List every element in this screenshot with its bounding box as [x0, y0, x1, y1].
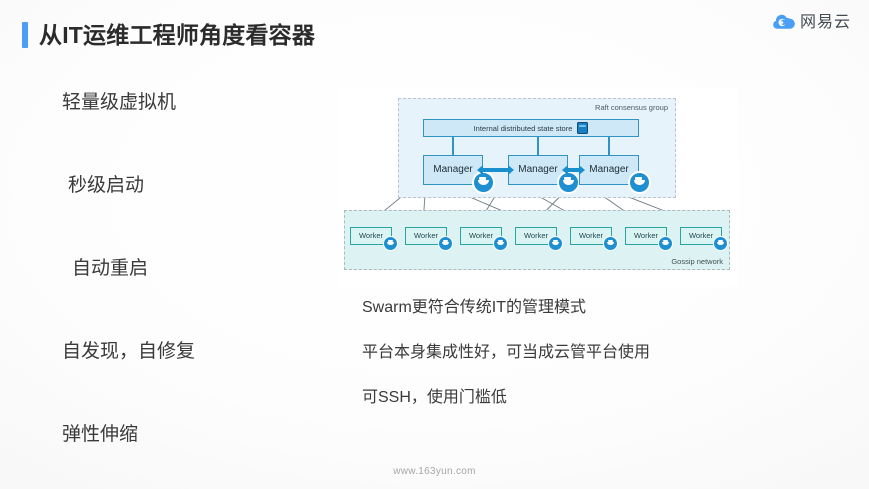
footer-url: www.163yun.com — [393, 466, 476, 477]
worker-label: Worker — [688, 231, 714, 241]
manager-label: Manager — [518, 164, 558, 175]
manager-sync-arrow — [562, 165, 585, 175]
state-store-connector — [608, 137, 610, 155]
docker-whale-icon — [713, 236, 728, 251]
state-store-connector — [537, 137, 539, 155]
worker-node: Worker — [570, 227, 618, 251]
state-store-connector — [452, 137, 454, 155]
worker-node: Worker — [515, 227, 563, 251]
internal-state-store-box: Internal distributed state store — [423, 119, 639, 137]
bullet-item: 轻量级虚拟机 — [62, 92, 177, 113]
raft-group-label: Raft consensus group — [595, 103, 668, 112]
title-accent-bar — [22, 22, 28, 48]
body-text-block: Swarm更符合传统IT的管理模式 平台本身集成性好，可当成云管平台使用 可SS… — [362, 300, 742, 406]
worker-node: Worker — [405, 227, 453, 251]
manager-label: Manager — [589, 164, 629, 175]
body-text-line: Swarm更符合传统IT的管理模式 — [362, 299, 587, 316]
docker-whale-icon — [383, 236, 398, 251]
worker-label: Worker — [523, 231, 549, 241]
manager-node: Manager — [579, 155, 651, 194]
manager-node: Manager — [423, 155, 495, 194]
bullet-item: 自发现，自修复 — [62, 341, 196, 363]
docker-whale-icon — [438, 236, 453, 251]
body-text-line: 平台本身集成性好，可当成云管平台使用 — [362, 344, 651, 361]
gossip-network-group: Gossip network Worker Worker Worker Work… — [344, 210, 730, 270]
worker-node: Worker — [625, 227, 673, 251]
page-title: 从IT运维工程师角度看容器 — [22, 22, 315, 48]
docker-whale-icon — [658, 236, 673, 251]
raft-consensus-group: Raft consensus group Internal distribute… — [398, 98, 676, 198]
worker-label: Worker — [578, 231, 604, 241]
title-text: 从IT运维工程师角度看容器 — [39, 21, 316, 48]
manager-node: Manager — [508, 155, 580, 194]
worker-node: Worker — [680, 227, 728, 251]
docker-whale-icon — [603, 236, 618, 251]
worker-label: Worker — [468, 231, 494, 241]
bullet-list: 轻量级虚拟机 秒级启动 自动重启 自发现，自修复 弹性伸缩 — [62, 92, 327, 447]
brand-name-text: 网易云 — [799, 13, 851, 31]
bullet-item: 自动重启 — [72, 258, 149, 280]
worker-node: Worker — [460, 227, 508, 251]
worker-node: Worker — [350, 227, 398, 251]
bullet-item: 秒级启动 — [68, 175, 145, 197]
worker-label: Worker — [413, 231, 439, 241]
docker-whale-icon — [628, 171, 651, 194]
slide-header: 从IT运维工程师角度看容器 网易云 — [0, 0, 869, 62]
bullet-item: 弹性伸缩 — [62, 424, 139, 446]
gossip-network-label: Gossip network — [671, 257, 723, 266]
manager-sync-arrow — [477, 165, 514, 175]
manager-label: Manager — [433, 164, 473, 175]
docker-whale-icon — [548, 236, 563, 251]
worker-label: Worker — [633, 231, 659, 241]
swarm-architecture-diagram: Raft consensus group Internal distribute… — [340, 88, 738, 287]
netease-cloud-icon — [773, 14, 795, 29]
docker-whale-icon — [472, 171, 495, 194]
state-store-label: Internal distributed state store — [473, 123, 573, 133]
docker-whale-icon — [557, 171, 580, 194]
database-icon — [577, 122, 589, 134]
brand-logo: 网易云 — [773, 14, 851, 31]
body-text-line: 可SSH，使用门槛低 — [362, 389, 507, 406]
worker-label: Worker — [358, 231, 384, 241]
docker-whale-icon — [493, 236, 508, 251]
